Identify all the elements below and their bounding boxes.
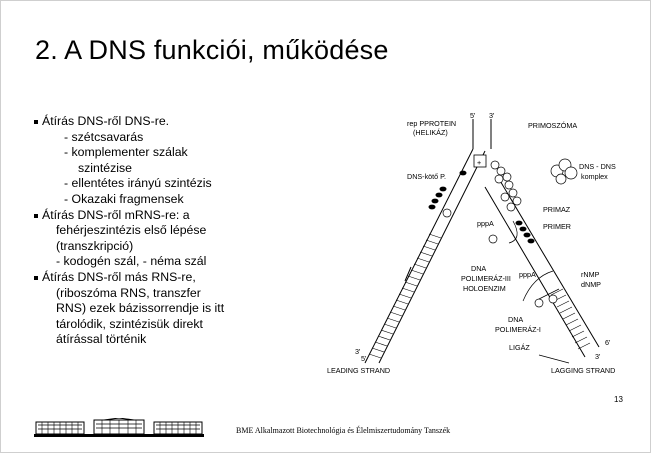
bullet-continuation: (riboszóma RNS, transzfer <box>56 285 201 300</box>
label-pol3-b: POLIMERÁZ-III <box>461 274 511 283</box>
label-lagging: LAGGING STRAND <box>551 366 615 375</box>
parental-duplex: + <box>472 119 492 168</box>
label-rnmp: rNMP <box>581 270 600 279</box>
label-dns-kotot: DNS-kötő P. <box>407 172 446 181</box>
bullet-continuation: - Okazaki fragmensek <box>64 191 184 206</box>
label-leading: LEADING STRAND <box>327 366 390 375</box>
label-five-left: 5' <box>361 354 367 363</box>
bullet-continuation: - komplementer szálak <box>64 145 188 160</box>
bullet-continuation: - szétcsavarás <box>64 129 144 144</box>
label-pol1-b: POLIMERÁZ-I <box>495 325 541 334</box>
bullet-continuation: fehérjeszintézis első lépése <box>56 223 207 238</box>
label-dnmp: dNMP <box>581 280 601 289</box>
page-number: 13 <box>614 395 623 404</box>
dna-replication-figure: + <box>323 109 621 381</box>
label-ligaz: LIGÁZ <box>509 343 530 352</box>
university-building-logo <box>34 418 204 437</box>
bullet-continuation: RNS) ezek bázissorrendje is itt <box>56 301 225 316</box>
label-protein: rep PPROTEIN <box>407 119 456 128</box>
bullet-item: Átírás DNS-ről mRNS-re: a <box>34 208 304 224</box>
label-pppa-2: pppA <box>519 270 536 279</box>
slide-title: 2. A DNS funkciói, működése <box>35 35 389 65</box>
replication-fork-diagram: + <box>327 111 616 375</box>
label-pol3-c: HOLOENZIM <box>463 284 506 293</box>
label-primer: PRIMER <box>543 222 571 231</box>
lagging-strand-arm <box>484 178 600 358</box>
bullet-item: Átírás DNS-ről más RNS-re, <box>34 270 304 286</box>
bullet-continuation: átírással történik <box>56 332 147 347</box>
primosome-cluster <box>490 158 578 212</box>
bullet-continuation: - kodogén szál, - néma szál <box>56 254 207 269</box>
svg-text:+: + <box>477 158 481 167</box>
label-dns-dns: DNS - DNS <box>579 162 616 171</box>
label-three-right: 3' <box>595 352 601 361</box>
label-five-top: 5' <box>470 111 476 120</box>
arrows <box>508 220 570 364</box>
label-six-right: 6' <box>605 338 611 347</box>
bullet-continuation: - ellentétes irányú szintézis <box>64 176 212 191</box>
bullet-continuation: tárolódik, szintézisük direkt <box>56 316 203 331</box>
bullet-list: Átírás DNS-ről DNS-re.- szétcsavarás- ko… <box>34 114 304 348</box>
ssb-proteins <box>428 170 535 244</box>
label-primaz: PRIMAZ <box>543 205 571 214</box>
bullet-item: Átírás DNS-ről DNS-re. <box>34 114 304 130</box>
label-helikaz: (HELIKÁZ) <box>413 128 448 137</box>
footer: BME Alkalmazott Biotechnológia és Élelmi… <box>34 418 634 442</box>
label-dna-pol3: DNA <box>471 264 486 273</box>
marker-circles <box>442 208 558 308</box>
bullet-continuation: (transzkripció) <box>56 238 134 253</box>
label-dna-pol1: DNA <box>508 315 523 324</box>
bullet-continuation: szintézise <box>78 160 132 175</box>
label-pppa-1: pppA <box>477 219 494 228</box>
label-primoszoma: PRIMOSZÓMA <box>528 121 577 130</box>
footer-text: BME Alkalmazott Biotechnológia és Élelmi… <box>236 426 451 435</box>
leading-strand-arm <box>364 148 486 364</box>
label-komplex: komplex <box>581 172 608 181</box>
label-three-top: 3' <box>489 111 495 120</box>
label-three-left: 3' <box>355 347 361 356</box>
